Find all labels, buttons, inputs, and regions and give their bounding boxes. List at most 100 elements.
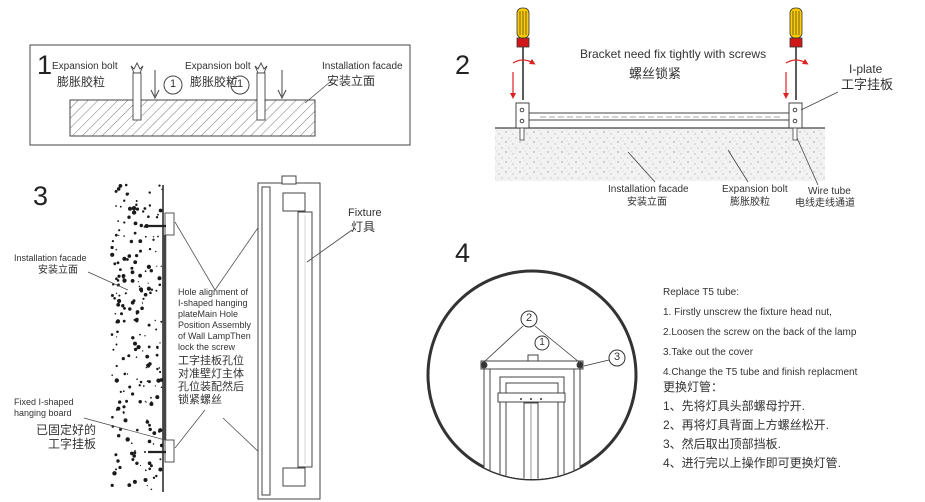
wall-speckle [117, 298, 122, 304]
wall-speckle [152, 443, 155, 445]
wall-speckle [125, 437, 130, 442]
step-1-marker-left: 1 [169, 78, 177, 90]
wall-speckle [123, 235, 125, 237]
wall-speckle [160, 265, 162, 267]
step-4-instruction-cn: 更换灯管： [663, 380, 724, 394]
step-4-instructions-cn: 更换灯管： 1、先将灯具头部螺母拧开. 2、再将灯具背面上方螺丝松开. 3、然后… [663, 378, 841, 473]
step-2-facade-label-en: Installation facade [608, 184, 689, 195]
panel-1-artwork [29, 44, 411, 146]
wall-speckle [132, 479, 137, 484]
wall-speckle [131, 442, 133, 445]
step-4-instruction-en: 1. Firstly unscrew the fixture head nut, [663, 307, 832, 318]
wall-speckle [152, 236, 155, 238]
panel-1-marker-left-circle [163, 75, 183, 95]
wall-speckle [157, 235, 159, 238]
wall-speckle [123, 221, 126, 224]
wall-speckle [124, 183, 128, 187]
wall-speckle [144, 469, 147, 472]
wall-speckle [122, 411, 125, 414]
wall-speckle [118, 294, 121, 297]
wall-speckle [155, 395, 160, 400]
wall-speckle [118, 400, 122, 404]
panel-4-marker-2-circle [520, 310, 538, 328]
wall-speckle [123, 307, 126, 310]
wall-speckle [130, 451, 134, 456]
wall-speckle [116, 302, 121, 307]
wall-speckle [133, 451, 137, 455]
wall-speckle [123, 199, 126, 202]
wall-speckle [135, 461, 139, 465]
wall-speckle [147, 215, 150, 218]
wall-speckle [123, 418, 128, 423]
wall-speckle [150, 288, 154, 291]
wall-speckle [122, 278, 127, 283]
step-4-instruction-en: 2.Loosen the screw on the back of the la… [663, 327, 857, 338]
panel-4-marker-3-circle [608, 349, 626, 367]
wall-speckle [136, 345, 141, 350]
wall-speckle [128, 307, 132, 311]
wall-speckle [131, 210, 137, 215]
wall-speckle [116, 336, 118, 338]
step-3-align-cn-line: 工字挂板孔位 [178, 355, 244, 367]
wall-speckle [118, 229, 121, 232]
step-4-instruction-cn: 4、进行完以上操作即可更换灯管. [663, 456, 842, 470]
wall-speckle [136, 378, 138, 381]
panel-3-wall-speckle [110, 183, 164, 491]
step-3-align-cn-line: 孔位装配然后 [178, 381, 244, 393]
wall-speckle [142, 350, 144, 352]
wall-speckle [140, 306, 144, 311]
wall-speckle [139, 464, 142, 467]
wall-speckle [133, 221, 138, 226]
wall-speckle [158, 367, 161, 369]
panel-4-marker-1-circle [534, 335, 550, 351]
wall-speckle [144, 270, 147, 273]
wall-speckle [141, 302, 144, 304]
wall-speckle [115, 408, 118, 411]
wall-speckle [122, 319, 126, 323]
wall-speckle [125, 399, 129, 403]
step-3-facade-label-en: Installation facade [14, 253, 87, 263]
wall-speckle [128, 206, 132, 211]
step-1-bolt-label-en-right: Expansion bolt [185, 61, 251, 72]
panel-2-iplate-left [515, 102, 530, 129]
wall-speckle [138, 285, 141, 288]
wall-speckle [145, 354, 150, 359]
step-1-marker-right: 1 [236, 78, 244, 90]
wall-speckle [158, 467, 163, 472]
wall-speckle [146, 286, 151, 291]
wall-speckle [148, 204, 152, 207]
step-3-align-cn-line: 对准壁灯主体 [178, 368, 244, 380]
wall-speckle [113, 297, 116, 300]
wall-speckle [144, 400, 146, 402]
step-1-facade-label-en: Installation facade [322, 61, 403, 72]
wall-speckle [158, 428, 163, 433]
wall-speckle [161, 188, 163, 190]
wall-speckle [133, 347, 138, 352]
step-2-number: 2 [455, 50, 471, 80]
wall-speckle [157, 213, 159, 216]
wall-speckle [111, 374, 113, 377]
step-4-instruction-cn: 1、先将灯具头部螺母拧开. [663, 399, 806, 413]
wall-speckle [124, 292, 127, 295]
wall-speckle [139, 249, 142, 253]
panel-3-iplate-top [164, 212, 175, 236]
wall-speckle [159, 458, 162, 461]
wall-speckle [144, 335, 146, 337]
step-3-align-cn-line: 锁紧螺丝 [178, 394, 222, 406]
wall-speckle [119, 268, 122, 271]
step-3-fixed-label-en-1: Fixed I-shaped [14, 397, 74, 407]
wall-speckle [155, 353, 159, 357]
wall-speckle [146, 264, 151, 269]
wall-speckle [114, 189, 118, 193]
wall-speckle [122, 304, 124, 306]
step-3-align-en-line: of Wall LampThen [178, 331, 251, 341]
wall-speckle [130, 266, 134, 270]
wall-speckle [115, 468, 117, 471]
panel-2-screwdriver-left [510, 7, 536, 100]
wall-speckle [127, 254, 132, 258]
wall-speckle [127, 215, 131, 219]
wall-speckle [139, 380, 143, 384]
panel-1-facade-board [69, 99, 316, 137]
